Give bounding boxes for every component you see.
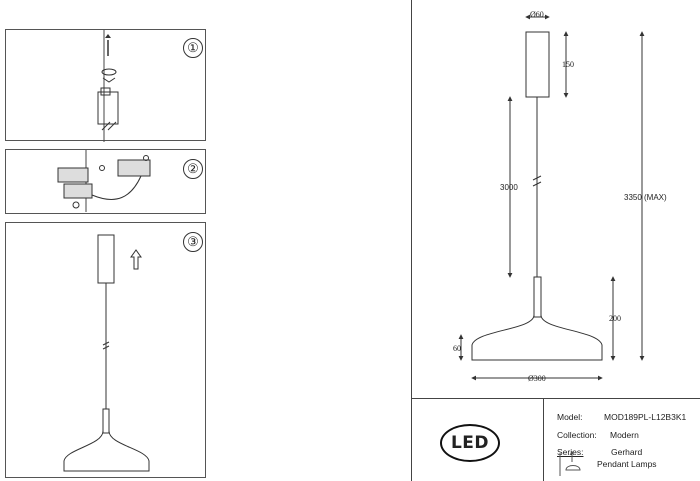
dim-total-height: 3350 (MAX): [624, 193, 667, 202]
pendant-assembly-illustration: [63, 234, 150, 472]
dim-canopy-height: 150: [562, 60, 574, 69]
step-3-number: ③: [183, 232, 203, 252]
dim-shade-stem-height: 200: [609, 314, 621, 323]
arrow-up-icon: [130, 249, 142, 270]
shade: [471, 314, 603, 361]
series-label: Series:: [557, 447, 584, 457]
collection-label: Collection:: [557, 430, 597, 440]
step-1-panel: ①: [5, 29, 206, 142]
step-3-panel: ③: [5, 222, 206, 478]
step-2-number: ②: [183, 159, 203, 179]
model-label: Model:: [557, 412, 583, 422]
step-2-panel: ②: [5, 149, 206, 214]
step-1-number: ①: [183, 38, 203, 58]
section-divider: [411, 0, 412, 481]
dim-cable-length: 3000: [500, 183, 518, 192]
model-value: MOD189PL-L12B3K1: [604, 412, 687, 422]
led-logo: LED: [440, 424, 500, 462]
ceiling-mount-illustration: [97, 30, 119, 142]
dim-shade-diameter: Ø300: [528, 374, 546, 383]
info-divider: [411, 398, 700, 399]
stem: [533, 276, 542, 318]
wire-connector-icon: [57, 159, 151, 199]
type-value: Pendant Lamps: [597, 459, 657, 469]
logo-divider: [543, 398, 544, 481]
dim-canopy-diameter: Ø60: [530, 10, 544, 19]
wire-connection-illustration: [57, 150, 151, 212]
screwdriver-icon: [101, 68, 117, 83]
dim-shade-height: 60: [453, 344, 461, 353]
collection-value: Modern: [610, 430, 639, 440]
series-value: Gerhard: [611, 447, 643, 457]
